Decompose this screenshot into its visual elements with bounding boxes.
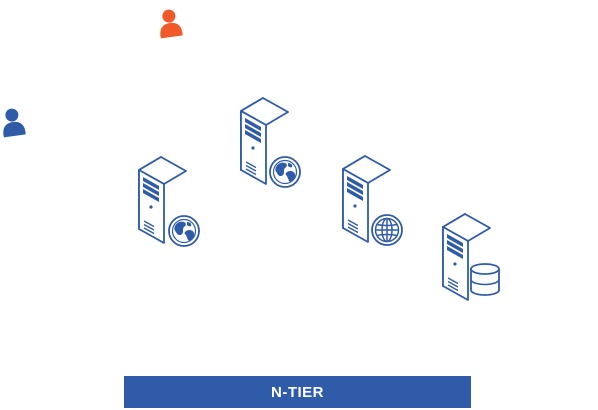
globe-icon [168, 215, 200, 247]
application-server-icon [342, 155, 403, 246]
banner-label: N-TIER [271, 383, 324, 401]
user-icon-orange [156, 8, 183, 39]
web-server-icon [240, 97, 301, 188]
web-server-icon [138, 156, 200, 247]
globe-icon [269, 156, 301, 188]
database-server-icon [442, 213, 500, 301]
user-icon-blue [0, 107, 26, 138]
n-tier-banner: N-TIER [124, 376, 471, 408]
database-icon [470, 263, 500, 296]
wireframe-globe-icon [371, 214, 403, 246]
